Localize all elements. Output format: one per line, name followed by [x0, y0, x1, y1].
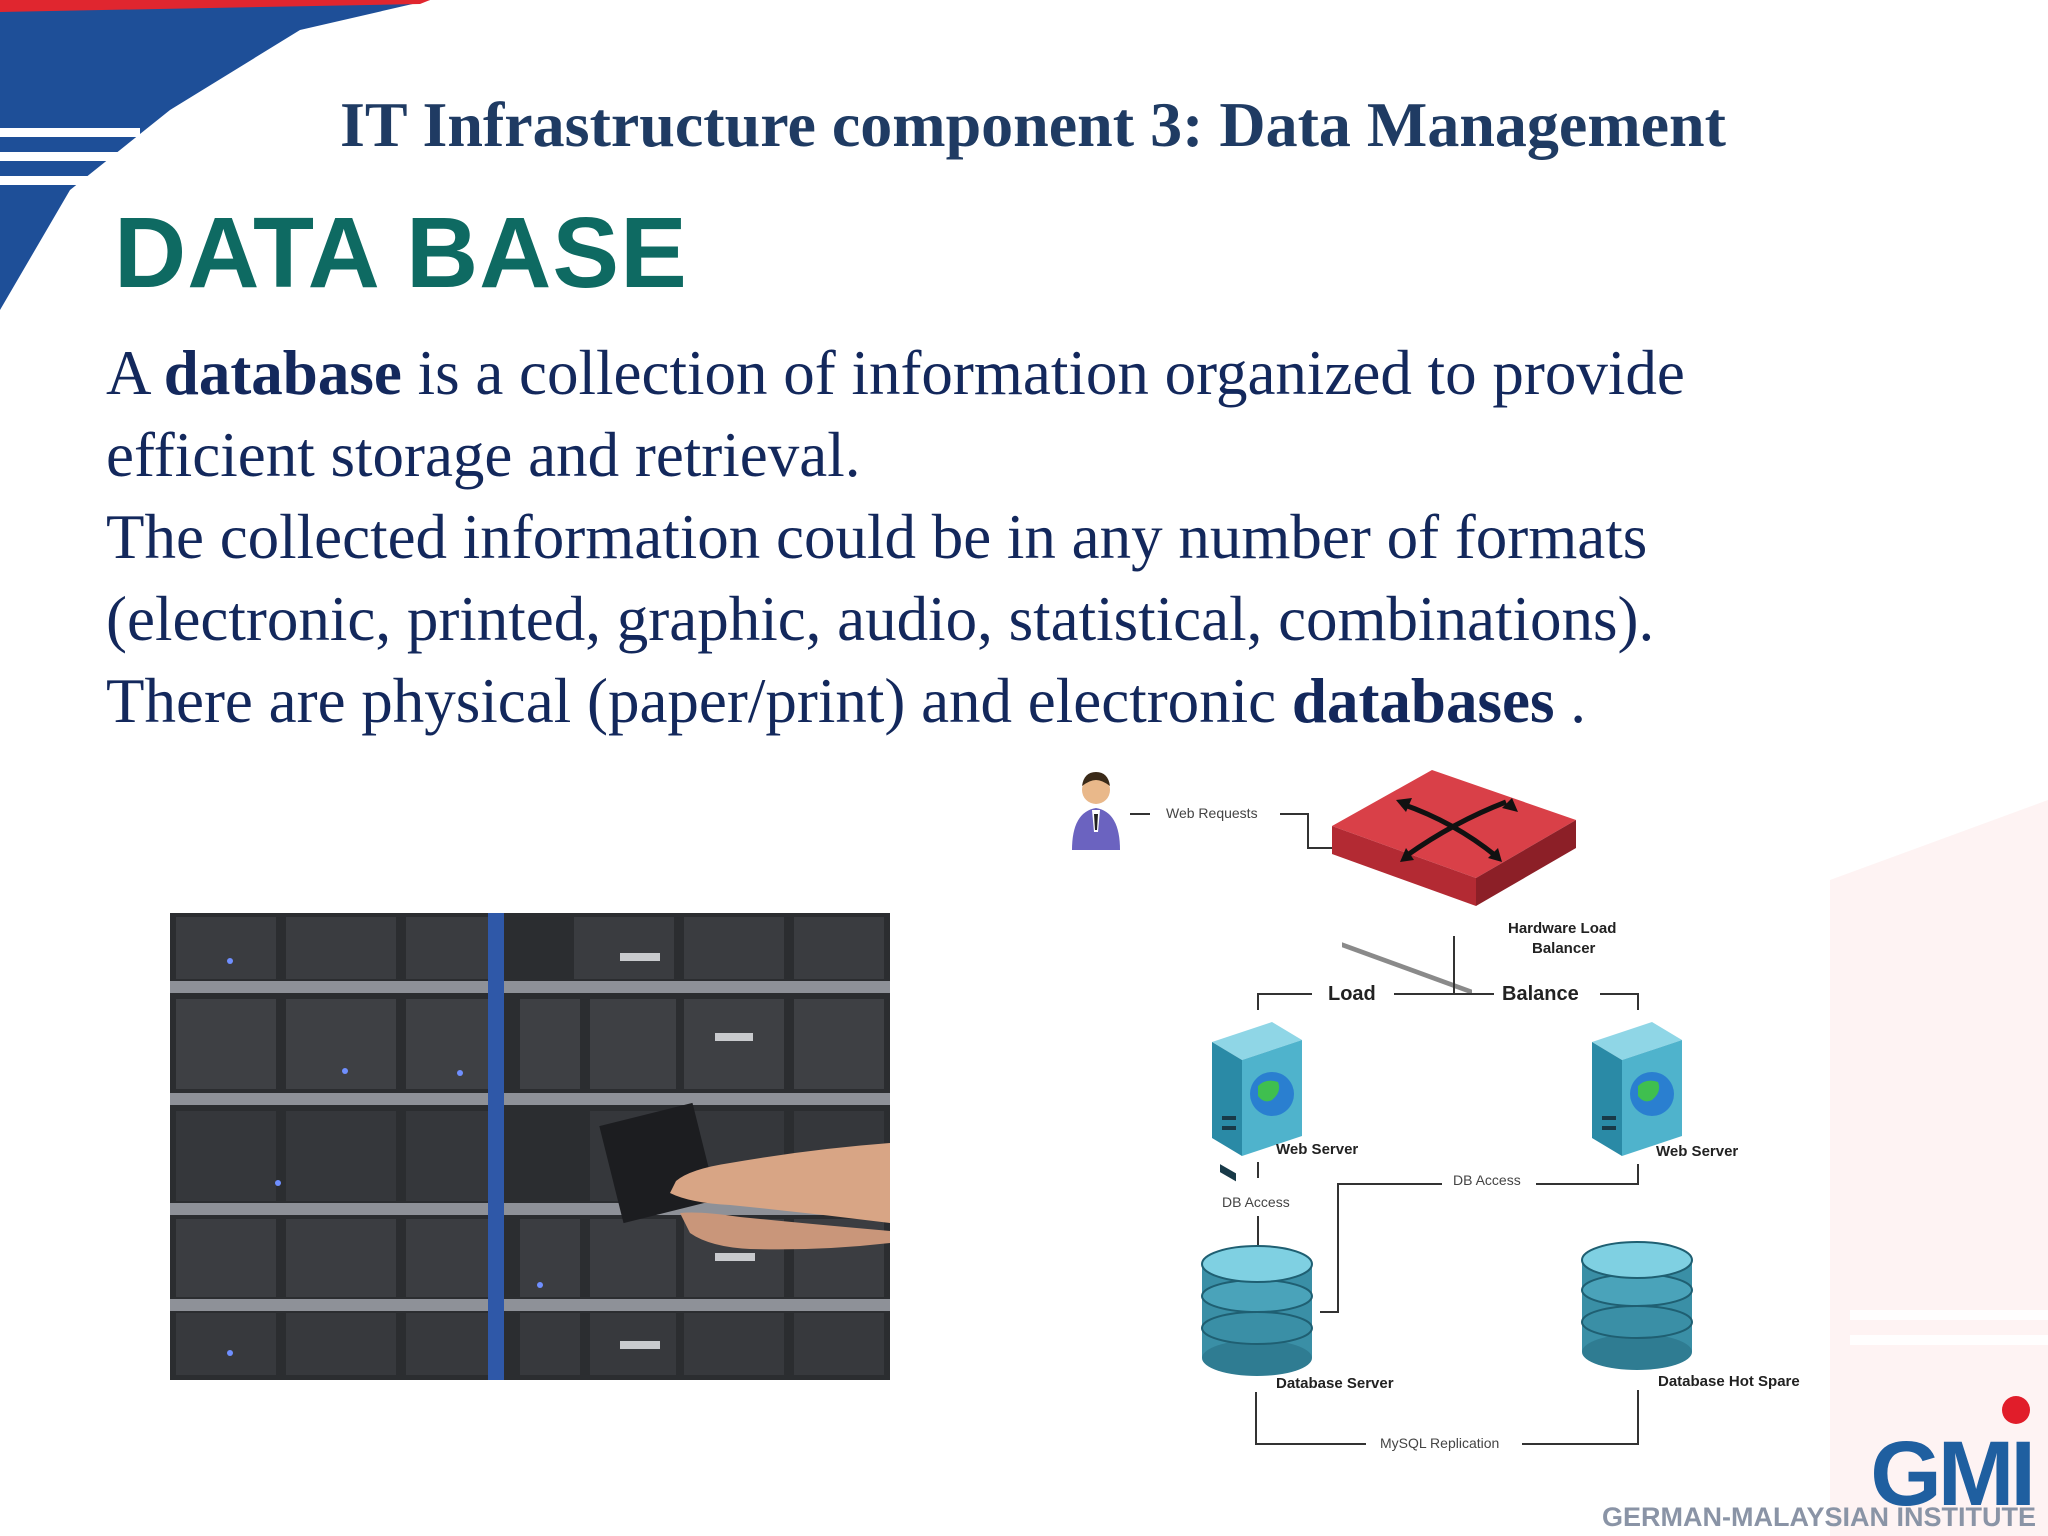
- balance-label: Balance: [1502, 983, 1579, 1005]
- logo-dot: [2002, 1396, 2030, 1424]
- load-balancer-icon: [1332, 770, 1576, 995]
- load-balancer-label-line1: Hardware Load: [1508, 920, 1616, 937]
- text-run: is a collection of information organized…: [401, 338, 1685, 408]
- paragraph-line: (electronic, printed, graphic, audio, st…: [106, 584, 1655, 654]
- text-run: .: [1554, 666, 1586, 736]
- network-diagram: Web Requests Hardware Load Balancer Load…: [1072, 770, 1800, 1451]
- web-server-right-label: Web Server: [1656, 1143, 1738, 1160]
- user-icon: [1072, 772, 1120, 850]
- text-run: There are physical (paper/print) and ele…: [106, 666, 1292, 736]
- body-text: A database is a collection of informatio…: [106, 332, 1906, 742]
- bold-term: databases: [1291, 666, 1555, 736]
- paragraph-line: efficient storage and retrieval.: [106, 420, 861, 490]
- logo-text: GERMAN-MALAYSIAN INSTITUTE: [1601, 1502, 2036, 1532]
- gmi-logo: GMI GERMAN-MALAYSIAN INSTITUTE: [1590, 1390, 2040, 1536]
- paragraph-line: There are physical (paper/print) and ele…: [106, 660, 1906, 742]
- web-server-icon: [1212, 1022, 1302, 1182]
- database-hot-spare-icon: [1581, 1241, 1693, 1370]
- db-access-left-label: DB Access: [1222, 1194, 1290, 1210]
- page-title: IT Infrastructure component 3: Data Mana…: [340, 89, 1726, 160]
- paragraph-line: A database is a collection of informatio…: [106, 332, 1906, 414]
- paragraph-line: The collected information could be in an…: [106, 502, 1648, 572]
- mysql-replication-label: MySQL Replication: [1380, 1435, 1499, 1451]
- web-requests-label: Web Requests: [1166, 805, 1258, 821]
- section-heading: DATA BASE: [114, 197, 688, 309]
- database-server-label: Database Server: [1276, 1375, 1394, 1392]
- logo-mark: GMI: [1870, 1423, 2036, 1525]
- database-server-icon: [1201, 1245, 1313, 1376]
- load-balancer-label-line2: Balancer: [1532, 940, 1596, 957]
- web-server-left-label: Web Server: [1276, 1141, 1358, 1158]
- text-run: A: [106, 338, 164, 408]
- database-hot-spare-label: Database Hot Spare: [1658, 1373, 1800, 1390]
- bold-term: database: [163, 338, 402, 408]
- web-server-icon: [1592, 1022, 1682, 1156]
- db-access-right-label: DB Access: [1453, 1172, 1521, 1188]
- server-rack-photo: [170, 913, 890, 1380]
- load-label: Load: [1328, 983, 1376, 1005]
